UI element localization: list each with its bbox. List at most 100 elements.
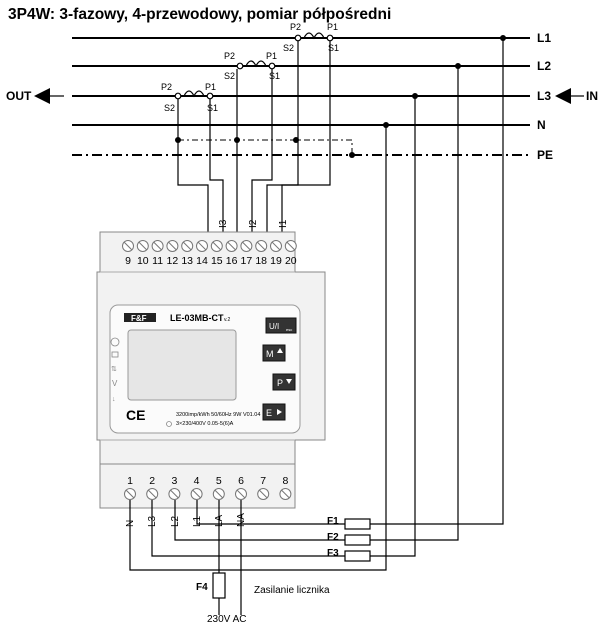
bus-label-l3: L3	[537, 89, 551, 103]
in-label: IN	[586, 89, 598, 103]
status-square-icon	[111, 351, 119, 358]
ct-l3-p2: P2	[161, 82, 172, 92]
ct-wiring	[177, 41, 331, 238]
supply-label: Zasilanie licznika	[254, 585, 330, 596]
top-terminal-number-13: 13	[181, 255, 193, 267]
voltage-label: 230V AC	[207, 614, 246, 625]
spec-line-1: 3200imp/kWh 50/60Hz 9W V01.04	[176, 412, 260, 418]
led-indicator	[166, 421, 172, 427]
top-terminal-screws	[122, 240, 297, 252]
bus-label-l2: L2	[537, 59, 551, 73]
bottom-terminal-number-3: 3	[171, 475, 177, 487]
out-arrow	[34, 88, 64, 104]
status-v-icon: V	[112, 379, 118, 388]
bus-label-l1: L1	[537, 31, 551, 45]
ct-l2-p1: P1	[266, 51, 277, 61]
up-arrow-icon	[277, 348, 283, 353]
input-label-i1: I1	[278, 219, 289, 228]
ct-l2-p2: P2	[224, 51, 235, 61]
diagram-title: 3P4W: 3-fazowy, 4-przewodowy, pomiar pół…	[8, 6, 391, 23]
in-arrow	[555, 88, 584, 104]
button-ul-sublabel: esc	[286, 327, 292, 332]
bottom-terminal-number-6: 6	[238, 475, 244, 487]
ct-l3-p1: P1	[205, 82, 216, 92]
button-p[interactable]: P	[272, 373, 296, 391]
wire-label-la: LA	[214, 514, 225, 527]
ct-l2-s2: S2	[224, 71, 235, 81]
ct-l1-s1: S1	[328, 43, 339, 53]
out-arrow-icon	[34, 88, 50, 104]
top-terminal-number-10: 10	[137, 255, 149, 267]
ce-mark: CE	[126, 407, 145, 423]
top-terminal-number-16: 16	[226, 255, 238, 267]
brand-logo	[124, 313, 156, 322]
meter-model: LE-03MB-CT	[170, 313, 224, 323]
fuse-f3	[344, 550, 371, 562]
spec-line-2: 3×230/400V 0.05-5(6)A	[176, 421, 234, 427]
fuse-label-f4: F4	[196, 582, 208, 593]
ct-l1	[294, 32, 334, 42]
bottom-wiring	[129, 38, 504, 615]
button-p-label: P	[277, 378, 283, 388]
bottom-terminal-number-4: 4	[194, 475, 200, 487]
top-terminal-number-20: 20	[285, 255, 297, 267]
in-arrow-icon	[555, 88, 571, 104]
top-terminal-number-14: 14	[196, 255, 208, 267]
ct-l1-p1: P1	[327, 22, 338, 32]
pe-link	[178, 139, 353, 155]
ct-l2-s1: S1	[269, 71, 280, 81]
input-label-i2: I2	[248, 219, 259, 228]
button-ul-label: U/I	[269, 322, 279, 331]
fuse-f2	[344, 534, 371, 546]
meter-lcd	[127, 329, 237, 401]
bottom-terminal-number-8: 8	[282, 475, 288, 487]
button-ul[interactable]: U/I esc	[265, 317, 297, 334]
status-down-icon: ↓	[112, 396, 116, 403]
wire-label-l2: L2	[170, 515, 181, 527]
ct-l3-s1: S1	[207, 103, 218, 113]
top-terminal-number-17: 17	[241, 255, 253, 267]
out-label: OUT	[6, 89, 32, 103]
bus-label-pe: PE	[537, 148, 553, 162]
status-b-icon	[110, 337, 120, 347]
energy-meter: F&F LE-03MB-CT v.2 ⇅ V ↓ U/I esc M P E	[96, 231, 326, 509]
bottom-terminal-number-5: 5	[216, 475, 222, 487]
fuse-f4	[212, 572, 226, 599]
wire-label-l1: L1	[192, 515, 203, 527]
ct-l3	[174, 90, 214, 100]
ct-l1-p2: P2	[290, 22, 301, 32]
fuse-label-f1: F1	[327, 516, 339, 527]
status-arrows-icon: ⇅	[111, 366, 117, 373]
bus-lines	[72, 37, 530, 156]
bottom-terminal-number-1: 1	[127, 475, 133, 487]
right-arrow-icon	[277, 409, 282, 415]
meter-version: v.2	[224, 317, 231, 323]
down-arrow-icon	[286, 379, 292, 384]
bottom-terminal-numbers: 1 2 3 4 5 6 7 8	[127, 475, 288, 487]
input-label-i3: I3	[218, 219, 229, 228]
bottom-terminal-number-2: 2	[149, 475, 155, 487]
top-terminal-number-18: 18	[255, 255, 267, 267]
button-m[interactable]: M	[262, 344, 286, 362]
ct-l1-s2: S2	[283, 43, 294, 53]
wire-label-na: NA	[236, 513, 247, 527]
button-m-label: M	[266, 349, 274, 359]
brand-logo-text: F&F	[131, 314, 147, 323]
bottom-terminal-screws	[124, 488, 292, 500]
ct-l2	[236, 60, 276, 70]
fuse-label-f3: F3	[327, 548, 339, 559]
wire-label-l3: L3	[147, 515, 158, 527]
bus-label-n: N	[537, 118, 546, 132]
top-terminal-number-11: 11	[152, 255, 163, 267]
top-terminal-number-19: 19	[270, 255, 282, 267]
top-terminal-number-15: 15	[211, 255, 223, 267]
top-terminal-number-12: 12	[167, 255, 179, 267]
top-terminal-number-9: 9	[125, 255, 131, 267]
bottom-terminal-number-7: 7	[260, 475, 266, 487]
fuse-label-f2: F2	[327, 532, 339, 543]
wire-label-n: N	[125, 520, 136, 527]
button-e-label: E	[266, 408, 272, 418]
button-e[interactable]: E	[262, 403, 286, 421]
